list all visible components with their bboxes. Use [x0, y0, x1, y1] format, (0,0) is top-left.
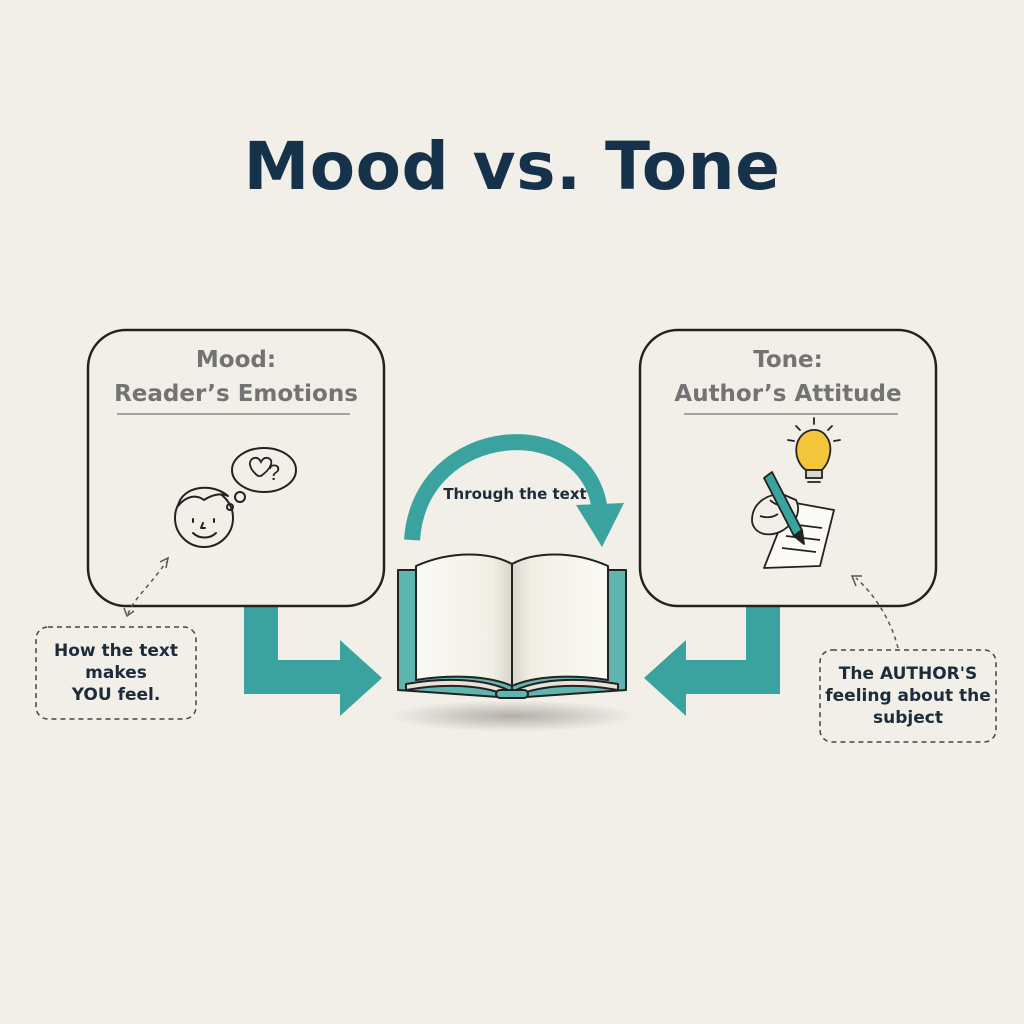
mood-callout-text: How the text makes YOU feel.: [36, 640, 196, 706]
mood-label: Mood:: [195, 347, 277, 373]
lightbulb-icon: [787, 417, 841, 483]
mood-callout-line: makes: [85, 663, 147, 683]
thought-bubble-icon: [226, 447, 297, 511]
through-text-label: Through the text: [443, 485, 587, 503]
tone-box: [638, 328, 938, 608]
mood-callout-line: YOU feel.: [71, 685, 161, 705]
through-text-arc-arrow: [404, 434, 624, 547]
mood-to-book-arrow: [244, 606, 382, 716]
tone-label: Tone:: [753, 347, 823, 373]
mood-callout-connector: [127, 561, 167, 615]
tone-to-book-arrow: [644, 606, 780, 716]
tone-callout-line: feeling about the: [825, 686, 991, 706]
tone-callout-text: The AUTHOR'S feeling about the subject: [820, 663, 996, 729]
tone-subtitle: Author’s Attitude: [674, 381, 902, 407]
thought-bubble-question: ?: [268, 460, 280, 485]
tone-callout-line: The AUTHOR'S: [838, 664, 978, 684]
mood-callout-box: [35, 626, 197, 720]
tone-box-heading: Tone: Author’s Attitude: [640, 343, 936, 411]
face-icon: [174, 486, 234, 548]
book-icon: [397, 553, 627, 699]
page-title: Mood vs. Tone: [243, 128, 781, 205]
tone-callout-connector: [855, 577, 899, 649]
mood-box: [86, 328, 386, 608]
tone-callout-line: subject: [873, 708, 943, 728]
heart-icon: [249, 456, 273, 477]
tone-callout-box: [819, 649, 997, 743]
mood-subtitle: Reader’s Emotions: [114, 381, 358, 407]
pen-icon: [763, 471, 805, 545]
book-shadow: [388, 700, 636, 732]
mood-callout-line: How the text: [54, 641, 178, 661]
mood-box-heading: Mood: Reader’s Emotions: [88, 343, 384, 411]
